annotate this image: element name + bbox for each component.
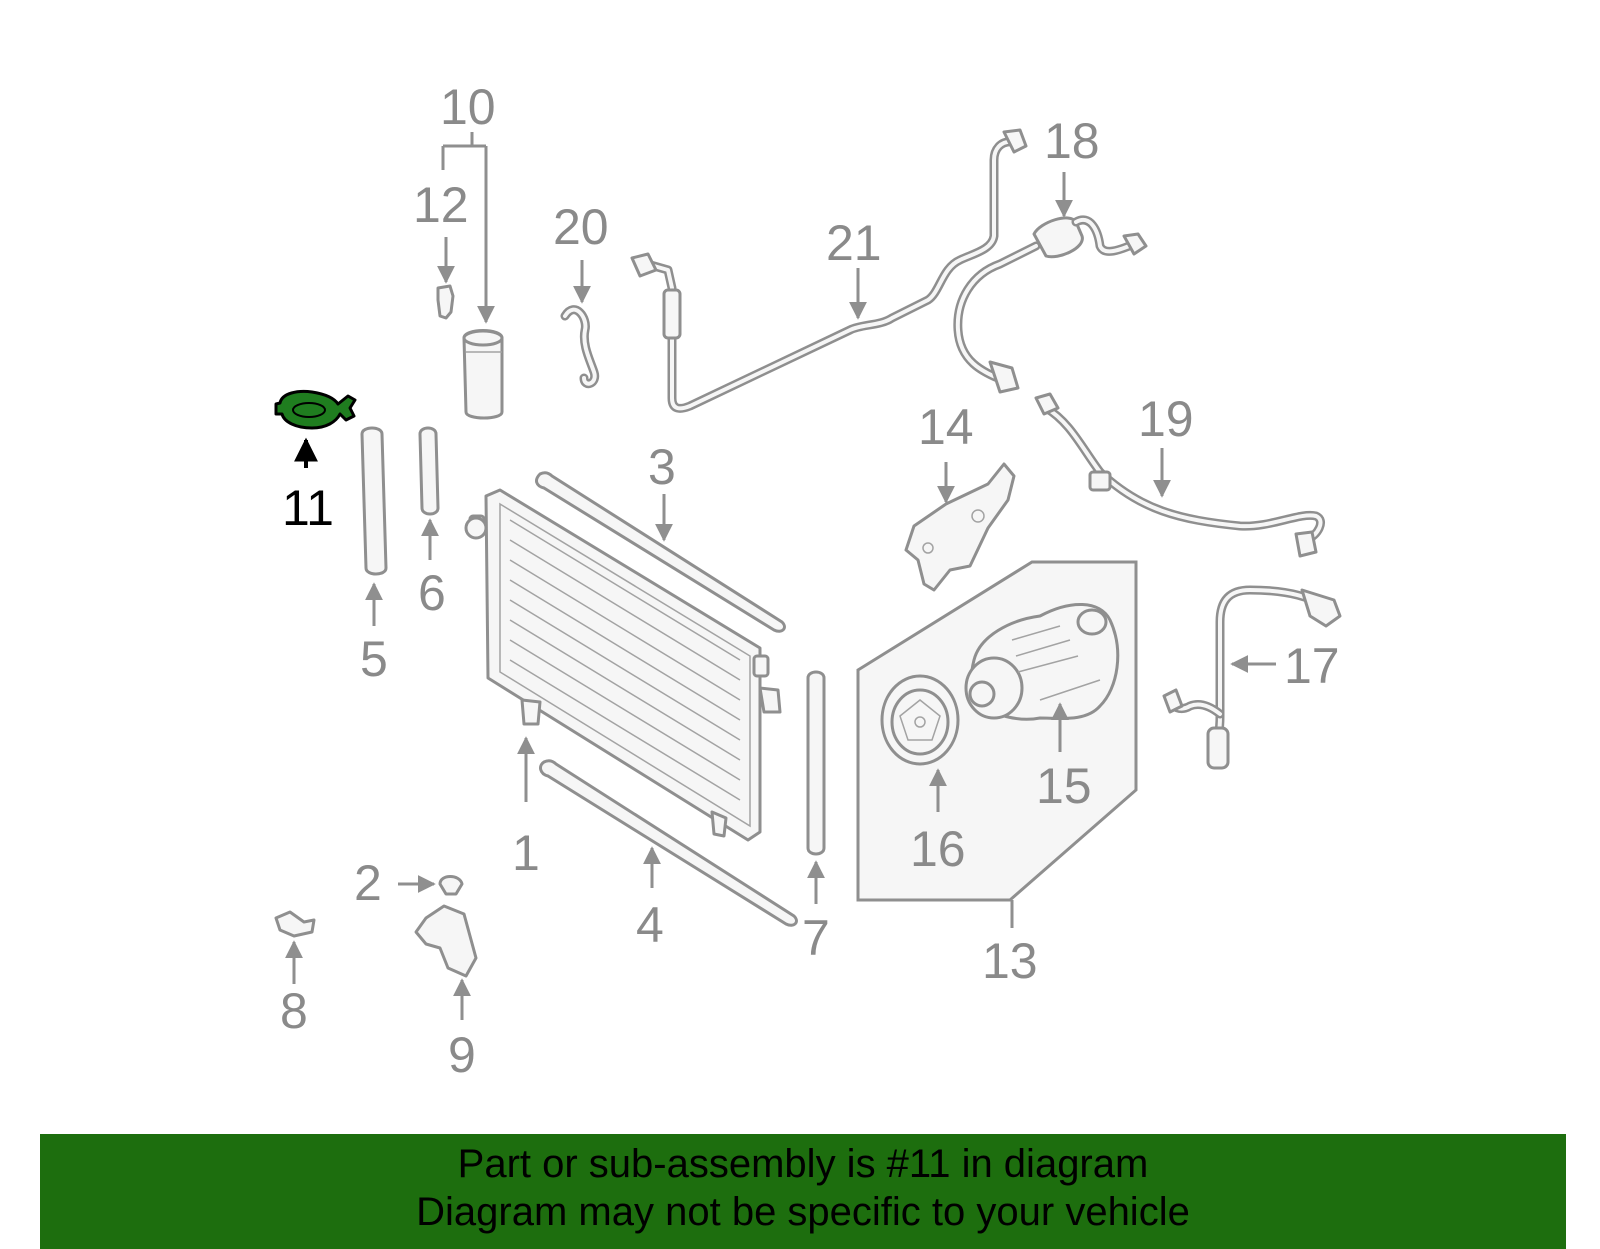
banner-line-2: Diagram may not be specific to your vehi… [416, 1190, 1190, 1234]
part-21: 21 [630, 128, 1028, 413]
callout-13: 13 [982, 933, 1038, 989]
callout-6: 6 [418, 565, 446, 621]
callout-11: 11 [282, 480, 334, 536]
callout-4: 4 [636, 897, 664, 953]
callout-17: 17 [1284, 638, 1340, 694]
callout-3: 3 [648, 439, 676, 495]
callout-19: 19 [1138, 391, 1194, 447]
part-3: 3 [535, 439, 786, 633]
part-8: 8 [274, 910, 316, 1039]
callout-16: 16 [910, 821, 966, 877]
part-18: 18 [953, 113, 1148, 394]
callout-12: 12 [413, 177, 469, 233]
callout-10: 10 [440, 79, 496, 135]
callout-2: 2 [354, 855, 382, 911]
banner-line-1: Part or sub-assembly is #11 in diagram [457, 1142, 1149, 1186]
callout-7: 7 [802, 910, 830, 966]
callout-14: 14 [918, 399, 974, 455]
part-11-highlighted[interactable]: 11 [274, 389, 357, 536]
part-2: 2 [354, 855, 464, 911]
part-19: 19 [1034, 391, 1325, 558]
part-13-assembly: 13 15 16 [856, 560, 1138, 989]
part-5: 5 [360, 426, 388, 687]
part-10: 10 [440, 79, 504, 420]
callout-5: 5 [360, 631, 388, 687]
info-banner: Part or sub-assembly is #11 in diagram D… [40, 1134, 1566, 1249]
part-7: 7 [802, 670, 830, 966]
part-4: 4 [539, 759, 798, 953]
part-12: 12 [413, 177, 469, 320]
callout-20: 20 [553, 199, 609, 255]
part-14: 14 [904, 399, 1016, 592]
part-9: 9 [414, 904, 478, 1083]
callout-9: 9 [448, 1027, 476, 1083]
callout-8: 8 [280, 983, 308, 1039]
part-1-condenser: 1 [464, 488, 782, 881]
part-17: 17 [1162, 585, 1342, 770]
part-6: 6 [418, 426, 446, 621]
part-20: 20 [553, 199, 609, 389]
callout-18: 18 [1044, 113, 1100, 169]
callout-15: 15 [1036, 758, 1092, 814]
callout-1: 1 [512, 825, 540, 881]
callout-21: 21 [826, 215, 882, 271]
